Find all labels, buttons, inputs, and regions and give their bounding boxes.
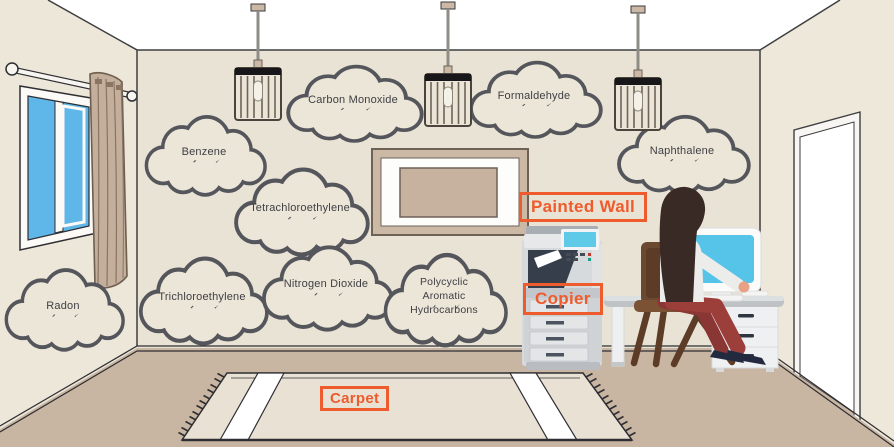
carpet-fringe-left (178, 372, 225, 437)
person-hand (738, 281, 750, 293)
pendant-lamp (614, 5, 662, 131)
pollutant-cloud-benzene: Benzene (140, 110, 268, 198)
person-leg-front (664, 294, 746, 356)
cloud-label: Tetrachloroethylene (250, 201, 350, 214)
person-shoe-front (726, 350, 766, 365)
carpet-fringe-right (585, 372, 636, 437)
pollutant-cloud-carbon-monoxide: Carbon Monoxide (281, 60, 425, 144)
label-copier: Copier (523, 283, 603, 315)
cloud-label: Naphthalene (649, 144, 715, 157)
pollutant-cloud-nitrogen-dioxide: Nitrogen Dioxide (257, 240, 395, 333)
person-hair (659, 186, 706, 302)
pollutant-cloud-radon: Radon (0, 263, 126, 353)
pollutant-cloud-formaldehyde: Formaldehyde (464, 56, 604, 140)
label-carpet: Carpet (320, 386, 390, 411)
cloud-label: Benzene (181, 145, 227, 158)
pollutant-cloud-trichloroethylene: Trichloroethylene (134, 251, 270, 347)
person-arm (689, 249, 745, 292)
pollutant-cloud-naphthalene: Naphthalene (612, 110, 752, 196)
pendant-lamp (424, 1, 472, 127)
curtain (89, 71, 128, 289)
window (19, 85, 98, 251)
cloud-label: Radon (46, 299, 80, 312)
cloud-label: Trichloroethylene (158, 290, 246, 303)
copier (522, 226, 602, 370)
cloud-label: Carbon Monoxide (308, 93, 398, 106)
carpet (178, 372, 636, 442)
label-painted-wall: Painted Wall (519, 192, 648, 222)
cloud-label: Polycyclic Aromatic Hydrocarbons (410, 275, 478, 317)
keyboard (741, 290, 769, 297)
pendant-lamp (234, 3, 282, 121)
cloud-label: Nitrogen Dioxide (283, 278, 369, 291)
pollutant-cloud-polycyclic-aromatic-hydrocarbons: Polycyclic Aromatic Hydrocarbons (379, 247, 509, 349)
pollutant-cloud-tetrachloroethylene: Tetrachloroethylene (229, 162, 371, 258)
cloud-label: Formaldehyde (497, 89, 571, 102)
person (657, 186, 766, 365)
